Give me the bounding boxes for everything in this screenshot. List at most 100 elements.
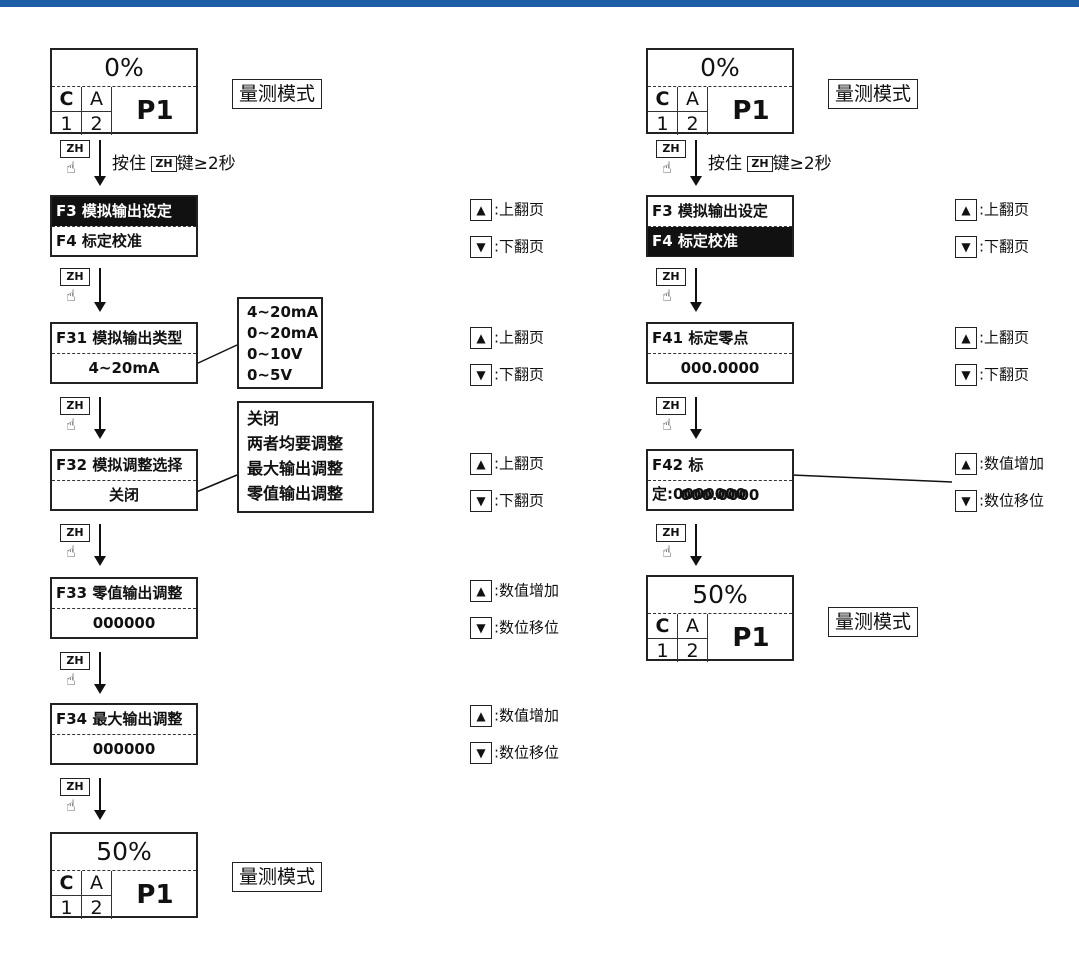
hint-digit-shift: ▼:数位移位	[470, 615, 559, 639]
up-key-icon: ▲	[470, 198, 492, 221]
mode-label: 量测模式	[232, 79, 323, 109]
hint-page-up: ▲:上翻页	[955, 325, 1029, 349]
menu-f3-f4-right: F3 模拟输出设定 F4 标定校准	[646, 195, 794, 257]
display-a: A	[82, 87, 112, 111]
hint-page-up: ▲:上翻页	[470, 451, 544, 475]
f34-value: 000000	[92, 740, 156, 758]
f31-options: 4~20mA 0~20mA 0~10V 0~5V	[237, 297, 323, 389]
down-key-icon: ▼	[470, 235, 492, 258]
up-key-icon: ▲	[470, 326, 492, 349]
zh-key-icon: ZH	[60, 397, 90, 417]
f31-value: 4~20mA	[88, 359, 160, 377]
display-1: 1	[52, 895, 82, 919]
mode-label: 量测模式	[828, 607, 919, 637]
f33-title: F33 零值输出调整	[56, 584, 183, 602]
zh-key-icon: ZH	[60, 778, 90, 798]
hand-icon: ☝	[662, 415, 672, 434]
hint-page-down: ▼:下翻页	[955, 234, 1029, 258]
option-item: 0~20mA	[247, 324, 319, 342]
display-c: C	[648, 87, 678, 111]
hand-icon: ☝	[66, 158, 76, 177]
display-right-top: 0% C A 1 2 P1	[646, 48, 794, 135]
menu-item-f3[interactable]: F3 模拟输出设定	[652, 202, 768, 220]
menu-item-f4[interactable]: F4 标定校准	[648, 227, 792, 256]
down-key-icon: ▼	[470, 489, 492, 512]
display-2: 2	[678, 111, 708, 135]
f41-title: F41 标定零点	[652, 329, 749, 347]
display-percent: 0%	[104, 53, 144, 82]
hint-page-down: ▼:下翻页	[470, 234, 544, 258]
display-a: A	[678, 87, 708, 111]
hand-icon: ☝	[66, 415, 76, 434]
option-item: 最大输出调整	[247, 459, 344, 478]
down-key-icon: ▼	[470, 741, 492, 764]
down-arrow-icon	[690, 397, 702, 439]
display-p1: P1	[732, 623, 770, 653]
display-2: 2	[678, 638, 708, 662]
zh-key-icon: ZH	[656, 397, 686, 417]
down-arrow-icon	[94, 397, 106, 439]
display-c: C	[52, 871, 82, 895]
menu-item-f4[interactable]: F4 标定校准	[56, 232, 142, 250]
f32-title: F32 模拟调整选择	[56, 456, 183, 474]
display-1: 1	[648, 111, 678, 135]
zh-key-icon: ZH	[656, 268, 686, 288]
hint-page-up: ▲:上翻页	[470, 325, 544, 349]
hand-icon: ☝	[66, 670, 76, 689]
zh-key-icon: ZH	[747, 156, 773, 172]
f42-value: 000.0000	[680, 486, 760, 504]
f31-title: F31 模拟输出类型	[56, 329, 183, 347]
hint-digit-shift: ▼:数位移位	[470, 740, 559, 764]
menu-f3-f4-left: F3 模拟输出设定 F4 标定校准	[50, 195, 198, 257]
zh-key-icon: ZH	[656, 524, 686, 544]
display-p1: P1	[136, 880, 174, 910]
display-2: 2	[82, 111, 112, 135]
option-item: 两者均要调整	[247, 434, 344, 453]
display-percent: 50%	[96, 837, 152, 866]
down-arrow-icon	[94, 524, 106, 566]
zh-key-icon: ZH	[60, 652, 90, 672]
down-key-icon: ▼	[955, 489, 977, 512]
up-key-icon: ▲	[955, 198, 977, 221]
menu-item-f3[interactable]: F3 模拟输出设定	[52, 197, 196, 226]
option-item: 零值输出调整	[247, 484, 344, 503]
display-p1: P1	[732, 96, 770, 126]
hint-digit-shift: ▼:数位移位	[955, 488, 1044, 512]
hint-page-up: ▲:上翻页	[955, 197, 1029, 221]
hint-page-down: ▼:下翻页	[470, 362, 544, 386]
display-1: 1	[52, 111, 82, 135]
hand-icon: ☝	[662, 286, 672, 305]
down-arrow-icon	[94, 778, 106, 820]
display-a: A	[678, 614, 708, 638]
hint-page-up: ▲:上翻页	[470, 197, 544, 221]
f32-value: 关闭	[108, 486, 139, 504]
f32-options: 关闭 两者均要调整 最大输出调整 零值输出调整	[237, 401, 374, 513]
display-left-top: 0% C A 1 2 P1	[50, 48, 198, 135]
f42-title: F42 标定:0000000	[652, 456, 747, 503]
display-right-bottom: 50% C A 1 2 P1	[646, 575, 794, 662]
display-percent: 0%	[700, 53, 740, 82]
f41-value: 000.0000	[680, 359, 760, 377]
display-1: 1	[648, 638, 678, 662]
display-c: C	[648, 614, 678, 638]
display-a: A	[82, 871, 112, 895]
hint-value-inc: ▲:数值增加	[470, 703, 559, 727]
down-key-icon: ▼	[470, 616, 492, 639]
menu-f34: F34 最大输出调整 000000	[50, 703, 198, 765]
up-key-icon: ▲	[955, 452, 977, 475]
hand-icon: ☝	[662, 542, 672, 561]
hint-page-down: ▼:下翻页	[955, 362, 1029, 386]
option-item: 0~5V	[247, 366, 293, 384]
down-arrow-icon	[690, 268, 702, 312]
menu-f32: F32 模拟调整选择 关闭	[50, 449, 198, 511]
hand-icon: ☝	[66, 286, 76, 305]
mode-label: 量测模式	[232, 862, 323, 892]
hand-icon: ☝	[66, 542, 76, 561]
down-key-icon: ▼	[955, 235, 977, 258]
zh-key-icon: ZH	[60, 140, 90, 160]
hint-value-inc: ▲:数值增加	[955, 451, 1044, 475]
menu-f41: F41 标定零点 000.0000	[646, 322, 794, 384]
down-arrow-icon	[690, 140, 702, 186]
